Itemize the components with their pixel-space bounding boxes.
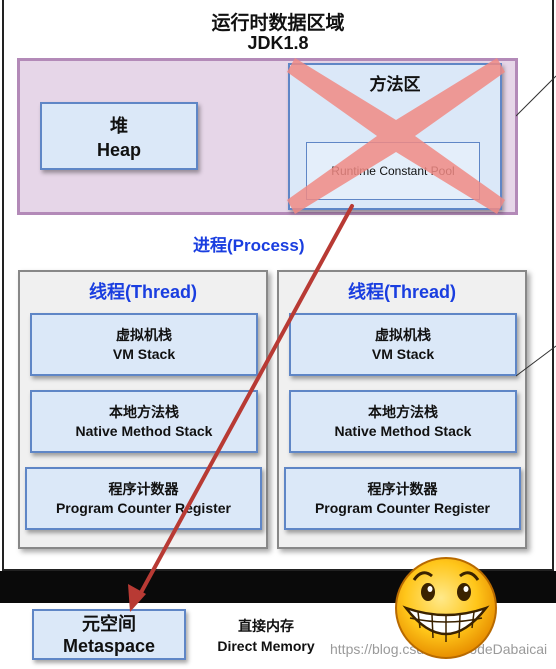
thread-title-2: 线程(Thread) <box>348 282 456 302</box>
metaspace-box: 元空间 Metaspace <box>32 609 186 660</box>
vm-stack-label-zh: 虚拟机栈 <box>375 326 431 343</box>
direct-memory-label-zh: 直接内存 <box>238 618 294 634</box>
native-stack-label-en: Native Method Stack <box>75 422 213 439</box>
heap-box: 堆 Heap <box>40 102 198 170</box>
vm-stack-box-1: 虚拟机栈 VM Stack <box>30 313 258 376</box>
diagram-title: 运行时数据区域 <box>211 13 345 34</box>
native-stack-label-en: Native Method Stack <box>334 422 472 439</box>
heap-label-zh: 堆 <box>110 115 128 136</box>
cross-mark-icon <box>287 58 505 214</box>
native-method-stack-box-2: 本地方法栈 Native Method Stack <box>289 390 517 453</box>
metaspace-label-en: Metaspace <box>62 635 156 656</box>
process-label: 进程(Process) <box>193 236 305 255</box>
program-counter-box-2: 程序计数器 Program Counter Register <box>284 467 521 530</box>
vm-stack-label-en: VM Stack <box>112 345 176 362</box>
native-method-stack-box-1: 本地方法栈 Native Method Stack <box>30 390 258 453</box>
program-counter-box-1: 程序计数器 Program Counter Register <box>25 467 262 530</box>
native-stack-label-zh: 本地方法栈 <box>368 403 438 420</box>
grinning-emoji-icon <box>395 557 497 659</box>
connector-lines <box>516 75 556 377</box>
method-area-title: 方法区 <box>369 75 421 94</box>
vm-stack-label-en: VM Stack <box>371 345 435 362</box>
diagram-subtitle: JDK1.8 <box>247 33 309 53</box>
native-stack-label-zh: 本地方法栈 <box>109 403 179 420</box>
vm-stack-box-2: 虚拟机栈 VM Stack <box>289 313 517 376</box>
heap-label-en: Heap <box>96 139 141 160</box>
pc-label-en: Program Counter Register <box>55 499 232 516</box>
metaspace-label-zh: 元空间 <box>82 613 136 634</box>
direct-memory-label: 直接内存 Direct Memory <box>206 616 326 656</box>
thread-title-1: 线程(Thread) <box>89 282 197 302</box>
pc-label-en: Program Counter Register <box>314 499 491 516</box>
direct-memory-label-en: Direct Memory <box>217 638 315 654</box>
pc-label-zh: 程序计数器 <box>108 480 179 497</box>
vm-stack-label-zh: 虚拟机栈 <box>116 326 172 343</box>
pc-label-zh: 程序计数器 <box>367 480 438 497</box>
